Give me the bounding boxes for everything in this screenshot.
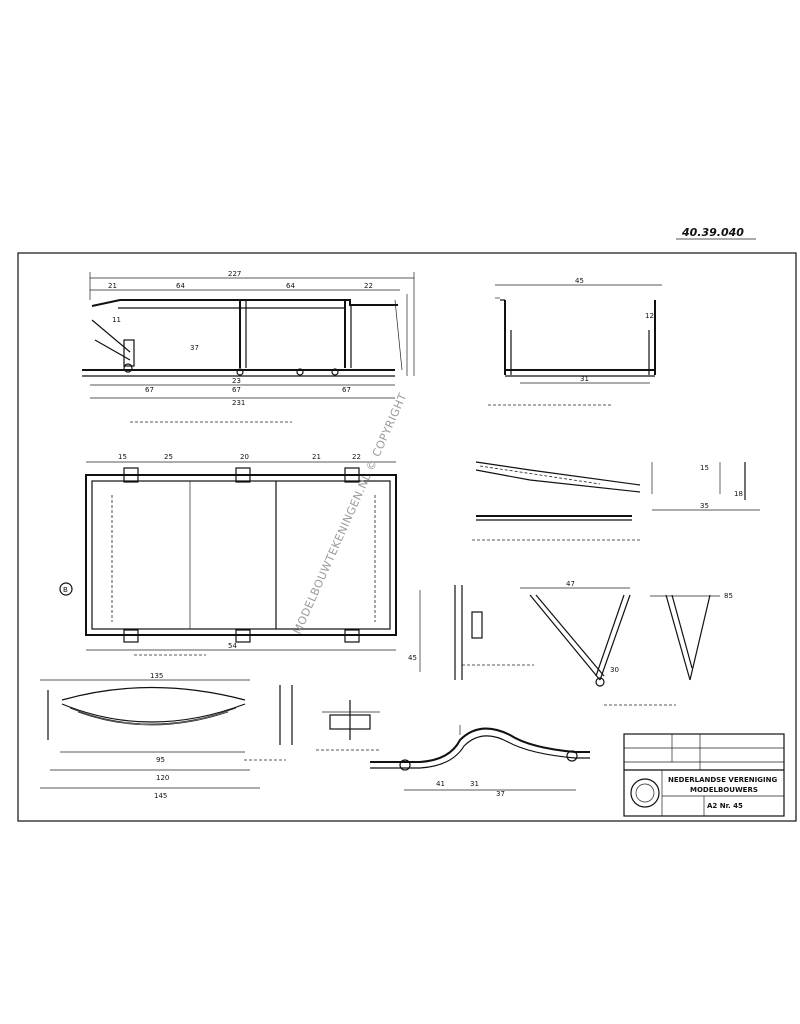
dim-top-4: 22 <box>364 282 373 290</box>
dim-top-1: 21 <box>108 282 117 290</box>
dim-spring-a: 135 <box>150 672 163 680</box>
leaf-spring-view: 135 95 120 145 <box>40 672 293 800</box>
section-marker-label: B <box>63 586 68 594</box>
dim-bar-b: 31 <box>470 780 479 788</box>
drawing-number: 40.39.040 <box>681 226 744 239</box>
dim-bar-c: 37 <box>496 790 505 798</box>
dim-bot-2: 67 <box>232 386 241 394</box>
dim-top-total: 227 <box>228 270 241 278</box>
dim-spring-c: 120 <box>156 774 169 782</box>
dim-plan-bottom: 54 <box>228 642 237 650</box>
dim-right-small: 12 <box>645 312 654 320</box>
dim-bot-3: 67 <box>342 386 351 394</box>
section-marker <box>59 582 73 596</box>
dim-vert: 11 <box>112 316 121 324</box>
dim-bot-1: 67 <box>145 386 154 394</box>
dim-plan-e: 22 <box>352 453 361 461</box>
dim-stut-a: 47 <box>566 580 575 588</box>
org-line-1: NEDERLANDSE VERENIGING <box>668 776 777 784</box>
dim-stut-d: 45 <box>408 654 417 662</box>
dim-short: 37 <box>190 344 199 352</box>
dim-plan-c: 20 <box>240 453 249 461</box>
dim-mid: 23 <box>232 377 241 385</box>
dim-side-b: 18 <box>734 490 743 498</box>
dim-right-bottom: 31 <box>580 375 589 383</box>
dim-bot-total: 231 <box>232 399 245 407</box>
drawing-frame <box>17 252 797 822</box>
dim-spring-d: 145 <box>154 792 167 800</box>
association-seal <box>630 778 660 808</box>
dim-plan-b: 25 <box>164 453 173 461</box>
dim-plan-a: 15 <box>118 453 127 461</box>
dim-plan-d: 21 <box>312 453 321 461</box>
side-beam-detail: 15 18 35 <box>472 461 760 541</box>
dim-top-2: 64 <box>176 282 185 290</box>
dim-right-top: 45 <box>575 277 584 285</box>
dim-stut-c: 85 <box>724 592 733 600</box>
side-elevation-view: 227 21 64 64 22 37 11 23 67 67 <box>82 270 415 423</box>
org-line-2: MODELBOUWERS <box>690 786 758 794</box>
axle-detail-view: 41 31 37 <box>316 700 590 798</box>
dim-side-a: 15 <box>700 464 709 472</box>
dim-bar-a: 41 <box>436 780 445 788</box>
struts-view: 47 30 85 45 <box>408 580 733 706</box>
title-block: NEDERLANDSE VERENIGING MODELBOUWERS A2 N… <box>623 733 785 817</box>
copyright-watermark: MODELBOUWTEKENINGEN.NL © COPYRIGHT <box>291 391 410 636</box>
plan-view: 15 25 20 21 22 54 B <box>59 453 397 656</box>
dim-side-c: 35 <box>700 502 709 510</box>
dim-spring-b: 95 <box>156 756 165 764</box>
dim-stut-b: 30 <box>610 666 619 674</box>
dim-top-3: 64 <box>286 282 295 290</box>
end-view: 45 12 31 <box>488 277 662 406</box>
sheet-ref: A2 Nr. 45 <box>707 802 743 810</box>
